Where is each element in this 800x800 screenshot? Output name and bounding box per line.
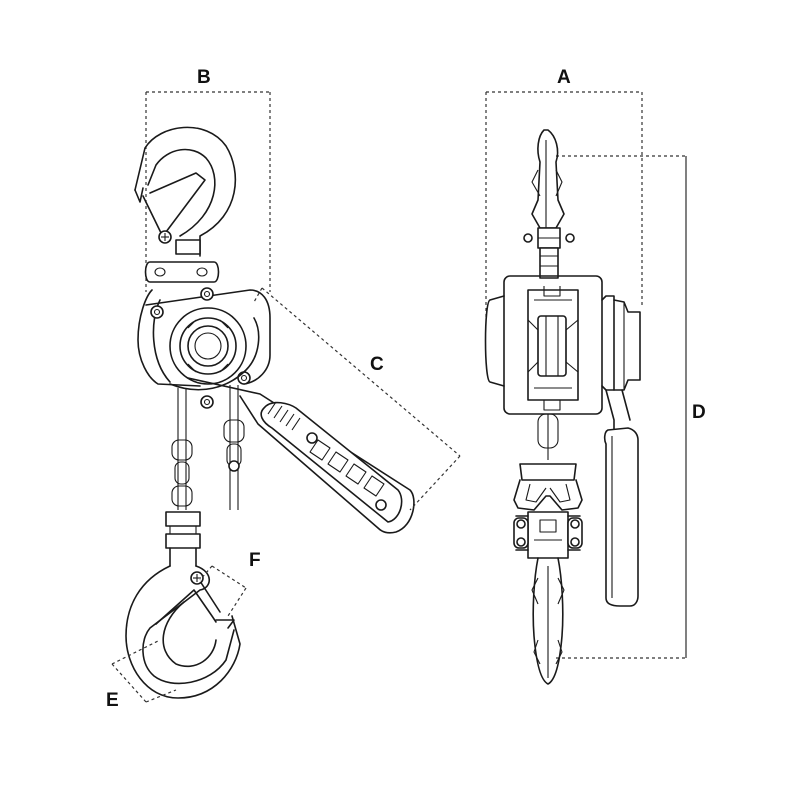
lever-handle-front bbox=[603, 389, 639, 607]
side-view: B bbox=[106, 67, 461, 711]
dimension-c: C bbox=[253, 287, 461, 511]
bottom-block-front bbox=[513, 413, 583, 685]
dimension-b: B bbox=[145, 67, 271, 292]
front-view: A D bbox=[484, 67, 706, 685]
dimension-label-e: E bbox=[106, 690, 119, 711]
dimension-label-a: A bbox=[557, 67, 571, 88]
dimension-f: F bbox=[199, 550, 261, 617]
load-chain bbox=[171, 385, 245, 510]
dimension-label-f: F bbox=[249, 550, 261, 571]
dimension-label-d: D bbox=[692, 402, 706, 423]
dimension-label-c: C bbox=[370, 354, 384, 375]
hoist-body bbox=[137, 287, 271, 409]
lever-handle bbox=[169, 317, 415, 534]
dimension-e: E bbox=[106, 639, 177, 711]
dimension-a: A bbox=[485, 67, 643, 320]
bottom-hook bbox=[125, 511, 241, 699]
top-hook-front bbox=[523, 129, 575, 279]
dimension-d: D bbox=[556, 155, 706, 659]
dimension-label-b: B bbox=[197, 67, 211, 88]
top-hook bbox=[134, 126, 237, 283]
hoist-body-front bbox=[484, 275, 641, 415]
